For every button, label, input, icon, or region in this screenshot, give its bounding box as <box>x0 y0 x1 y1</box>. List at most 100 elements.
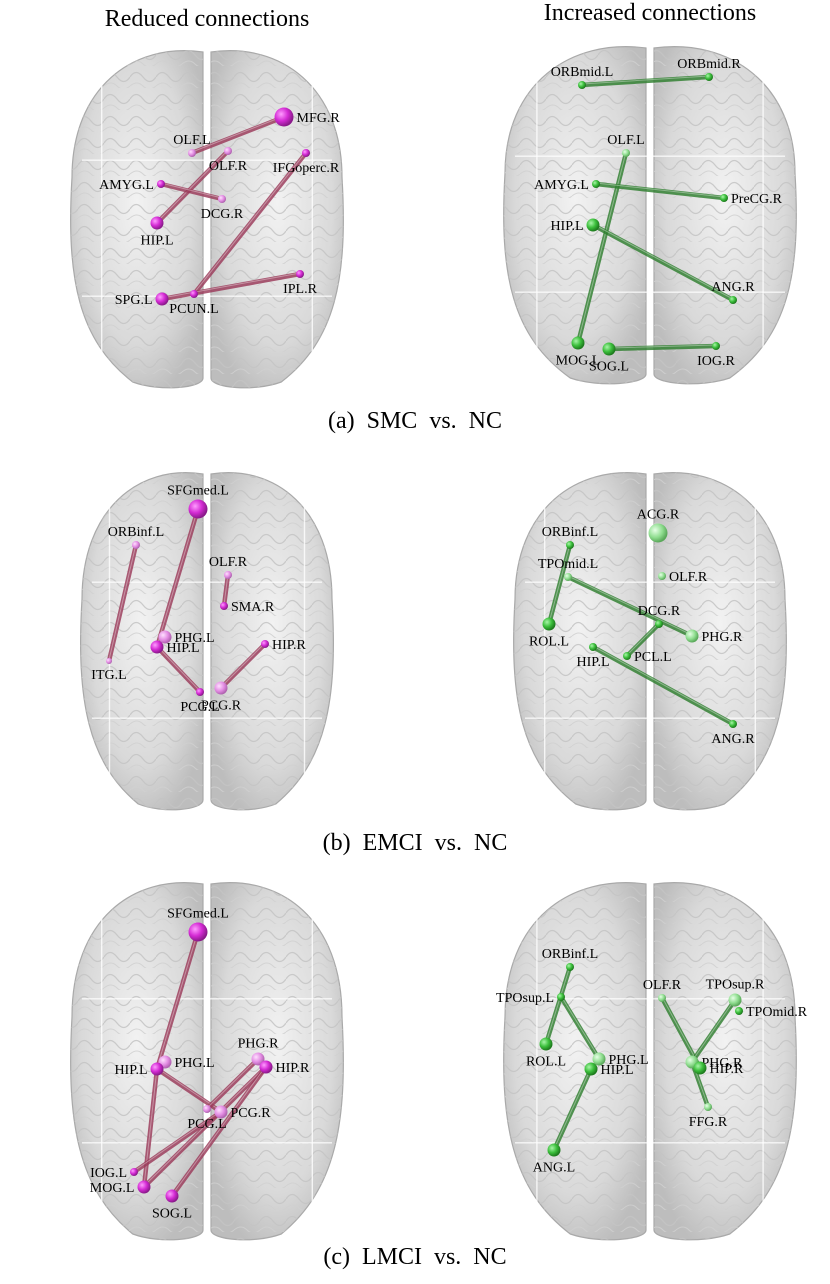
increased-node-label: OLF.L <box>607 133 644 148</box>
reduced-node-hip-r <box>261 640 269 648</box>
reduced-node-iog-l <box>130 1168 138 1176</box>
increased-node-label: HIP.L <box>550 219 583 234</box>
increased-node-label: TPOsup.L <box>496 991 554 1006</box>
reduced-edge <box>159 271 303 302</box>
reduced-edge <box>106 542 139 664</box>
reduced-node-label: HIP.R <box>272 638 307 653</box>
increased-node-label: ORBinf.L <box>542 525 598 540</box>
increased-node-label: OLF.R <box>643 978 682 993</box>
increased-edge-highlight <box>608 344 717 349</box>
increased-node-hip-l <box>589 643 597 651</box>
increased-node-label: TPOmid.R <box>746 1005 808 1020</box>
increased-node-label: PreCG.R <box>731 192 783 207</box>
increased-node-amyg-l <box>592 180 600 188</box>
reduced-node-orbinf-l <box>132 541 140 549</box>
increased-node-label: SOG.L <box>589 360 629 375</box>
reduced-node-label: SFGmed.L <box>167 907 229 922</box>
increased-node-precg-r <box>720 194 728 202</box>
reduced-node-pcg-l <box>203 1105 211 1113</box>
increased-edge-highlight <box>553 1067 592 1150</box>
increased-edge <box>546 542 573 627</box>
increased-node-label: PHG.R <box>702 1056 744 1071</box>
increased-edge <box>565 574 695 639</box>
reduced-node-label: OLF.R <box>209 555 248 570</box>
increased-node-ang-r <box>729 720 737 728</box>
increased-node-label: IOG.R <box>697 354 735 369</box>
reduced-edge <box>221 572 231 609</box>
increased-node-label: ORBmid.L <box>551 65 614 80</box>
reduced-edge-highlight <box>206 1057 259 1109</box>
panel-caption: (c) LMCI vs. NC <box>323 1244 506 1270</box>
reduced-node-spg-l <box>155 292 169 306</box>
increased-node-label: TPOmid.L <box>538 557 598 572</box>
increased-node-rol-l <box>542 617 556 631</box>
reduced-node-label: ITG.L <box>91 668 126 683</box>
increased-edge-highlight <box>548 543 571 624</box>
reduced-node-ifgoperc-r <box>302 149 310 157</box>
increased-edge-highlight <box>661 996 701 1068</box>
increased-edge <box>590 222 736 303</box>
increased-node-label: PCL.L <box>634 650 672 665</box>
reduced-edge <box>218 641 268 691</box>
increased-node-sog-l <box>602 342 616 356</box>
reduced-node-hip-r <box>259 1060 273 1074</box>
reduced-node-mog-l <box>137 1180 151 1194</box>
reduced-edge-highlight <box>191 115 285 153</box>
reduced-node-hip-l <box>150 1062 164 1076</box>
increased-node-tposup-r <box>728 993 742 1007</box>
increased-node-iog-r <box>712 342 720 350</box>
increased-edge-highlight <box>577 151 627 343</box>
reduced-node-hip-l <box>150 640 164 654</box>
increased-node-label: HIP.L <box>576 655 609 670</box>
increased-brain-gyri-texture-right <box>654 882 797 1240</box>
header-increased: Increased connections <box>544 0 757 26</box>
increased-brain-gyri-texture-right <box>654 46 797 384</box>
reduced-edge-highlight <box>133 1110 222 1172</box>
increased-node-label: HIP.L <box>601 1063 634 1078</box>
reduced-node-label: HIP.L <box>114 1063 147 1078</box>
reduced-node-olf-r <box>224 571 232 579</box>
reduced-node-label: IPL.R <box>283 282 318 297</box>
reduced-edge-highlight <box>161 272 301 299</box>
reduced-edge <box>154 929 201 1072</box>
reduced-node-phg-l <box>158 630 172 644</box>
increased-edge-highlight <box>581 75 710 85</box>
reduced-node-label: PCG.L <box>180 700 219 715</box>
increased-node-label: ROL.L <box>529 635 569 650</box>
increased-node-pcl-l <box>623 652 631 660</box>
increased-node-hip-l <box>584 1062 598 1076</box>
increased-node-label: ANG.L <box>533 1161 575 1176</box>
reduced-node-label: SFGmed.L <box>167 484 229 499</box>
increased-node-label: ANG.R <box>711 732 755 747</box>
reduced-node-label: PCG.R <box>201 699 242 714</box>
increased-edge-highlight <box>691 998 736 1062</box>
increased-node-label: PHG.L <box>609 1053 649 1068</box>
increased-edge <box>624 621 662 659</box>
reduced-node-label: IFGoperc.R <box>273 161 340 176</box>
increased-edge <box>558 994 602 1062</box>
increased-node-rol-l <box>539 1037 553 1051</box>
increased-node-label: TPOsup.R <box>706 978 765 993</box>
reduced-node-sfgmed-l <box>188 499 208 519</box>
increased-node-olf-r <box>658 572 666 580</box>
increased-node-label: HIP.R <box>710 1062 745 1077</box>
increased-node-label: DCG.R <box>638 604 681 619</box>
increased-node-label: FFG.R <box>689 1115 728 1130</box>
increased-node-olf-r <box>658 994 666 1002</box>
increased-node-label: ORBmid.R <box>677 57 741 72</box>
increased-edge <box>606 343 719 352</box>
reduced-node-label: PHG.L <box>175 631 215 646</box>
reduced-edge-highlight <box>156 149 229 223</box>
increased-node-ffg-r <box>704 1103 712 1111</box>
increased-node-tpomid-r <box>735 1007 743 1015</box>
reduced-node-olf-l <box>188 149 196 157</box>
increased-node-label: AMYG.L <box>534 178 589 193</box>
reduced-edge-highlight <box>160 182 223 199</box>
reduced-brain-gyri-texture-right <box>211 472 334 810</box>
